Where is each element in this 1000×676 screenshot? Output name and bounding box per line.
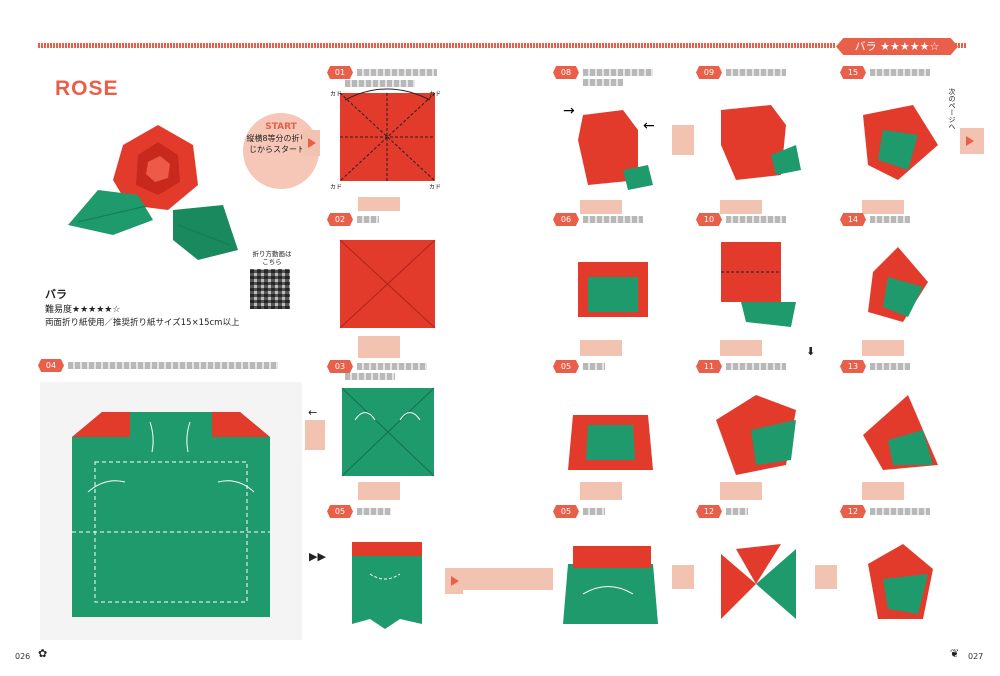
qr-code[interactable]	[250, 269, 290, 309]
connector	[580, 200, 622, 214]
step-badge: 08	[553, 66, 579, 79]
flow-arrow	[445, 568, 463, 594]
page-number-left: 026	[15, 652, 30, 661]
step-badge: 13	[840, 360, 866, 373]
step-badge: 05	[327, 505, 353, 518]
step-text	[357, 216, 379, 223]
step-05b-photo	[553, 380, 668, 485]
step-text	[357, 508, 391, 515]
step-badge: 10	[696, 213, 722, 226]
connector	[672, 565, 694, 589]
step-14-photo	[838, 232, 950, 337]
svg-text:→: →	[563, 103, 575, 119]
step-13-photo	[838, 380, 950, 485]
step-text	[726, 363, 786, 370]
step-12-photo	[838, 524, 950, 634]
step-badge: 03	[327, 360, 353, 373]
butterfly-icon: ❦	[950, 647, 959, 660]
next-page-arrow	[960, 128, 984, 154]
connector	[580, 340, 622, 356]
step-09-photo	[696, 232, 811, 337]
qr-label: 折り方動画はこちら	[250, 250, 294, 266]
step-text	[583, 363, 605, 370]
step-02-photo	[330, 232, 442, 332]
connector	[720, 200, 762, 214]
step-05a-photo	[330, 524, 442, 639]
step-text	[583, 69, 653, 76]
step-badge: 06	[553, 213, 579, 226]
connector	[862, 340, 904, 356]
arrow-left-icon: ←	[308, 406, 317, 419]
corner-label: カド	[330, 89, 342, 98]
step-text	[357, 69, 437, 76]
step-06-photo	[553, 232, 668, 337]
rose-photo	[58, 100, 248, 280]
step-08-photo	[696, 85, 811, 195]
step-15-photo	[838, 85, 950, 195]
double-arrow-icon: ▶▶	[309, 550, 326, 563]
step-text	[345, 80, 415, 87]
step-text	[870, 363, 910, 370]
corner-label: カド	[330, 182, 342, 191]
step-text	[68, 362, 278, 369]
step-11-photo	[696, 524, 811, 634]
corner-label: カド	[429, 89, 441, 98]
connector	[720, 340, 762, 356]
step-04-photo	[40, 382, 302, 640]
step-text	[583, 508, 605, 515]
step-03-photo	[330, 380, 442, 480]
connector	[672, 125, 694, 155]
model-difficulty: 難易度★★★★★☆	[45, 302, 120, 315]
connector	[358, 482, 400, 500]
model-paper: 両面折り紙使用／推奨折り紙サイズ15×15cm以上	[45, 316, 239, 328]
page-number-right: 027	[968, 652, 983, 661]
step-badge: 05	[553, 505, 579, 518]
step-text	[870, 508, 930, 515]
step-text	[583, 216, 643, 223]
connector	[862, 200, 904, 214]
step-text	[726, 69, 786, 76]
svg-text:←: ←	[643, 118, 655, 134]
header-tag: バラ ★★★★★☆	[836, 38, 958, 55]
step-badge: 05	[553, 360, 579, 373]
step-badge: 04	[38, 359, 64, 372]
header-rule	[38, 43, 836, 48]
step-text	[726, 216, 786, 223]
step-text	[345, 373, 395, 380]
step-text	[870, 216, 910, 223]
connector	[358, 197, 400, 211]
next-page-label: 次のページへ	[946, 88, 956, 130]
step-text	[357, 363, 427, 370]
step-badge: 09	[696, 66, 722, 79]
flow-arrow	[302, 130, 320, 156]
model-title: ROSE	[55, 77, 119, 101]
step-badge: 12	[696, 505, 722, 518]
connector	[305, 420, 325, 450]
flower-icon: ✿	[38, 647, 47, 660]
step-07-photo: → ←	[553, 85, 668, 195]
step-badge: 02	[327, 213, 353, 226]
step-badge: 01	[327, 66, 353, 79]
step-text	[726, 508, 748, 515]
corner-label: カド	[429, 182, 441, 191]
step-05c-photo	[553, 524, 668, 634]
step-01-photo	[330, 88, 442, 188]
step-10-photo	[696, 380, 811, 485]
step-badge: 11	[696, 360, 722, 373]
step-badge: 15	[840, 66, 866, 79]
step-badge: 12	[840, 505, 866, 518]
step-badge: 14	[840, 213, 866, 226]
arrow-down-icon: ⬇	[806, 345, 815, 358]
step-text	[870, 69, 930, 76]
model-name: バラ	[45, 286, 67, 302]
connector	[358, 336, 400, 358]
connector	[815, 565, 837, 589]
